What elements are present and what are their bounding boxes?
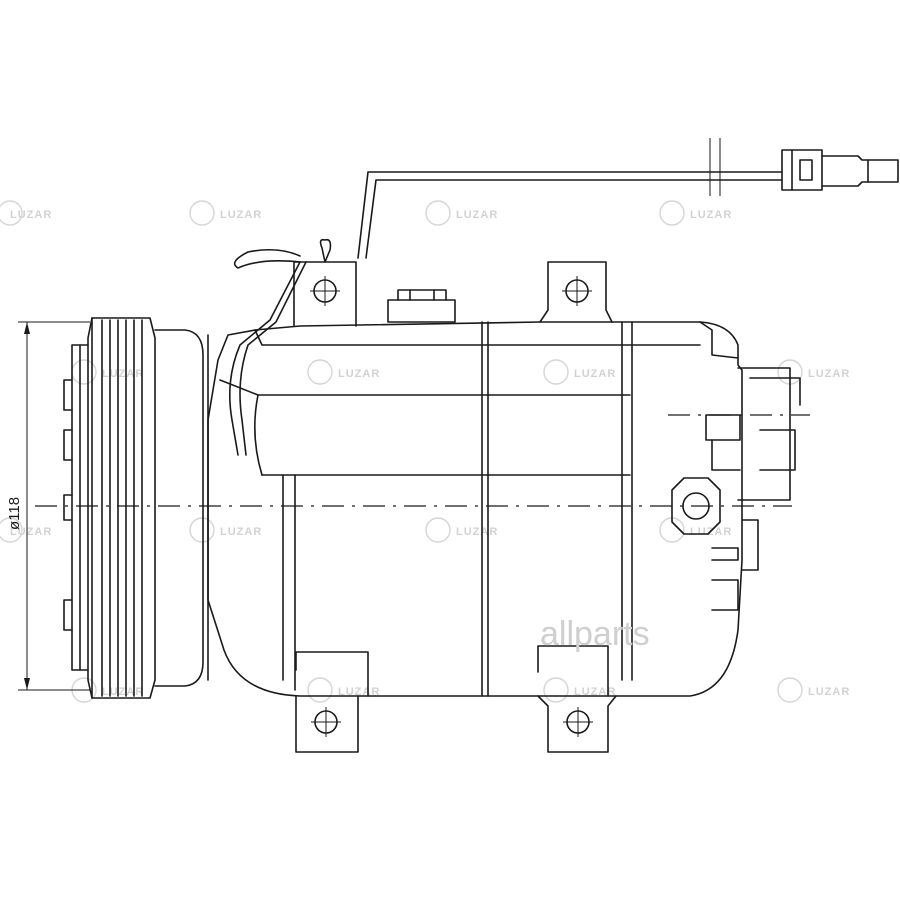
watermark-logo: LUZAR bbox=[0, 517, 52, 543]
watermark-logo: LUZAR bbox=[543, 677, 616, 703]
rear-ports bbox=[671, 367, 801, 611]
watermark-logo: LUZAR bbox=[425, 200, 498, 226]
compressor-body bbox=[207, 289, 743, 697]
svg-text:LUZAR: LUZAR bbox=[690, 526, 732, 538]
svg-text:LUZAR: LUZAR bbox=[690, 209, 732, 221]
watermark-layer: LUZAR LUZAR LUZAR LUZAR LUZAR LUZAR LUZA… bbox=[0, 200, 850, 703]
svg-text:LUZAR: LUZAR bbox=[102, 368, 144, 380]
diameter-dimension: ø118 bbox=[6, 321, 90, 691]
svg-text:LUZAR: LUZAR bbox=[10, 526, 52, 538]
watermark-logo: LUZAR bbox=[307, 677, 380, 703]
pulley bbox=[63, 317, 209, 699]
mount-ear-bottom-left bbox=[295, 651, 369, 753]
watermark-logo: LUZAR bbox=[777, 359, 850, 385]
svg-text:LUZAR: LUZAR bbox=[338, 368, 380, 380]
wire-harness bbox=[228, 138, 899, 456]
svg-text:LUZAR: LUZAR bbox=[220, 209, 262, 221]
svg-text:LUZAR: LUZAR bbox=[338, 686, 380, 698]
svg-text:LUZAR: LUZAR bbox=[808, 368, 850, 380]
diameter-label: ø118 bbox=[6, 497, 23, 530]
svg-text:LUZAR: LUZAR bbox=[456, 526, 498, 538]
svg-text:LUZAR: LUZAR bbox=[102, 686, 144, 698]
watermark-logo: LUZAR bbox=[543, 359, 616, 385]
watermark-logo: LUZAR bbox=[189, 200, 262, 226]
svg-text:LUZAR: LUZAR bbox=[10, 209, 52, 221]
watermark-logo: LUZAR bbox=[777, 677, 850, 703]
svg-text:LUZAR: LUZAR bbox=[220, 526, 262, 538]
watermark-logo: LUZAR bbox=[189, 517, 262, 543]
svg-text:LUZAR: LUZAR bbox=[574, 368, 616, 380]
mount-ear-top-right bbox=[539, 261, 613, 323]
watermark-logo: LUZAR bbox=[659, 517, 732, 543]
mount-ear-top-left bbox=[293, 261, 357, 327]
watermark-logo: LUZAR bbox=[425, 517, 498, 543]
watermark-logo: LUZAR bbox=[307, 359, 380, 385]
mount-ear-bottom-right bbox=[537, 645, 617, 753]
svg-text:LUZAR: LUZAR bbox=[808, 686, 850, 698]
svg-text:LUZAR: LUZAR bbox=[574, 686, 616, 698]
watermark-logo: LUZAR bbox=[0, 200, 52, 226]
svg-text:LUZAR: LUZAR bbox=[456, 209, 498, 221]
watermark-logo: LUZAR bbox=[659, 200, 732, 226]
site-watermark: allparts bbox=[540, 615, 650, 653]
